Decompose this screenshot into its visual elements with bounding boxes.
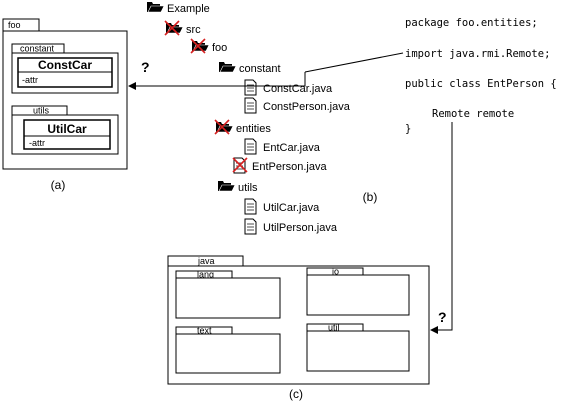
file-icon [244,138,257,155]
tree-item-label: utils [238,182,258,194]
tree-item-example[interactable]: Example [147,2,210,15]
tree-item-label: src [186,24,201,36]
caption-b: (b) [363,190,378,204]
link-import-to-constant [304,52,404,73]
utilcar-attr: -attr [29,138,45,148]
io-package-body [306,274,410,316]
file-icon [244,79,257,96]
cross-icon [190,38,206,54]
text-package-body [175,333,281,374]
file-icon [244,198,257,215]
question-mark-b: ? [141,59,150,75]
lang-package-body [175,277,281,319]
code-listing: package foo.entities; import java.rmi.Re… [405,17,557,135]
util-package-tab-label: util [328,323,340,333]
question-mark-c: ? [438,309,447,325]
tree-item-constcar-java[interactable]: ConstCar.java [244,79,333,96]
file-icon [244,218,257,235]
utilcar-class-name: UtilCar [47,122,87,136]
constcar-class-name: ConstCar [38,58,92,72]
tree-item-entperson-java[interactable]: EntPerson.java [232,157,327,174]
lang-package-tab-label: lang [197,270,214,280]
tree-item-src[interactable]: src [164,20,201,36]
code-line-import: import java.rmi.Remote; [405,48,550,60]
folder-icon [219,62,237,73]
folder-icon [218,181,236,192]
panel-a: foo constant ConstCar -attr utils UtilCa… [2,18,128,192]
tree-item-label: UtilPerson.java [263,222,338,234]
tree-item-label: entities [236,123,271,135]
tree-item-utilperson-java[interactable]: UtilPerson.java [244,218,338,235]
cross-icon [232,157,248,173]
tree-item-constant[interactable]: constant [219,62,281,75]
caption-c: (c) [289,387,303,401]
tree-item-entcar-java[interactable]: EntCar.java [244,138,321,155]
tree-item-label: UtilCar.java [263,202,320,214]
text-package-tab-label: text [197,326,212,336]
tree-item-label: Example [167,3,210,15]
tree-item-label: EntCar.java [263,142,321,154]
arrow-remote-to-c [430,122,453,334]
constcar-attr: -attr [22,75,38,85]
folder-icon [147,2,165,13]
cross-icon [214,119,230,135]
code-line-package: package foo.entities; [405,17,538,29]
util-package-body [306,330,410,372]
tree-item-utils[interactable]: utils [218,181,258,194]
utilcar-class-box [23,119,111,150]
file-icon [244,97,257,114]
io-package-tab-label: io [332,267,339,277]
tree-item-label: ConstPerson.java [263,101,351,113]
tree-item-entities[interactable]: entities [214,119,271,135]
constant-package-tab-label: constant [20,44,55,54]
java-package-tab-label: java [197,256,215,266]
tree-item-foo[interactable]: foo [190,38,227,54]
tree-item-utilcar-java[interactable]: UtilCar.java [244,198,320,215]
code-line-close-brace: } [405,123,411,135]
foo-package-tab-label: foo [8,20,21,30]
tree-item-label: foo [212,42,227,54]
tree-item-label: EntPerson.java [252,161,327,173]
tree-item-constperson-java[interactable]: ConstPerson.java [244,97,351,114]
code-line-class-decl: public class EntPerson { [405,78,557,90]
utils-package-tab-label: utils [33,106,50,116]
panel-c: java lang io text util (c) [167,255,430,401]
code-line-field: Remote remote [432,108,514,120]
caption-a: (a) [51,178,66,192]
arrow-constant-to-a [128,72,306,90]
cross-icon [164,20,180,36]
tree-item-label: ConstCar.java [263,83,333,95]
tree-item-label: constant [239,63,281,75]
